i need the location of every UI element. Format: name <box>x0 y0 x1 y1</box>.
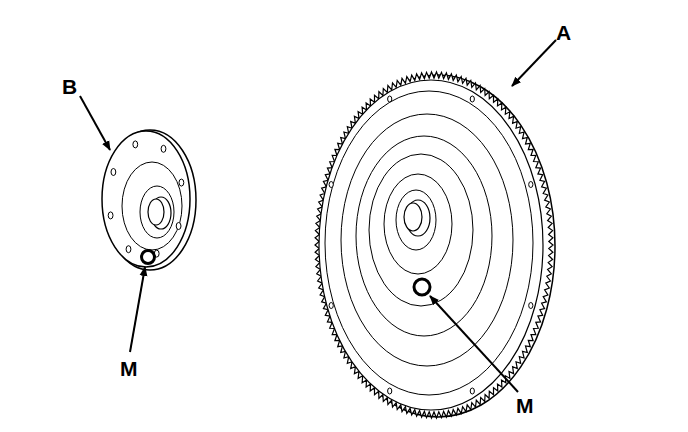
leader-line <box>80 96 110 150</box>
bolt-hole <box>179 179 184 186</box>
part-label: A <box>556 22 571 43</box>
plate-ring <box>384 174 452 274</box>
bolt-hole <box>111 169 116 176</box>
part-label: M <box>516 395 534 416</box>
bolt-hole <box>133 141 138 148</box>
plate-face <box>319 80 543 410</box>
plate-ring <box>356 136 492 336</box>
part-label: M <box>120 358 138 379</box>
flange-hub <box>148 199 164 225</box>
part-label: B <box>62 76 77 97</box>
bolt-hole <box>108 212 113 219</box>
bolt-hole <box>529 303 533 309</box>
hub <box>404 203 422 231</box>
ring-gear-teeth <box>315 72 553 418</box>
bolt-hole <box>470 96 474 102</box>
plate-ring <box>341 114 513 366</box>
bolt-hole <box>388 96 392 102</box>
plate-ring <box>396 190 436 250</box>
bolt-hole <box>176 223 181 230</box>
plate-ring <box>325 91 533 395</box>
leader-line <box>512 40 556 86</box>
plate-ring <box>369 154 473 306</box>
bolt-hole <box>329 182 333 188</box>
bolt-hole <box>126 246 131 253</box>
bolt-holes <box>108 141 184 257</box>
flange-face <box>102 131 190 267</box>
bolt-hole <box>161 145 166 152</box>
bolt-hole <box>529 182 533 188</box>
leader-line <box>430 296 518 392</box>
bolt-hole <box>388 388 392 394</box>
bolt-holes <box>329 96 533 394</box>
leader-line <box>130 267 145 352</box>
mark <box>142 251 155 264</box>
bolt-hole <box>470 388 474 394</box>
mark <box>414 279 430 295</box>
flange-hub <box>140 186 174 238</box>
flange-ring <box>122 162 182 250</box>
bolt-hole <box>329 303 333 309</box>
